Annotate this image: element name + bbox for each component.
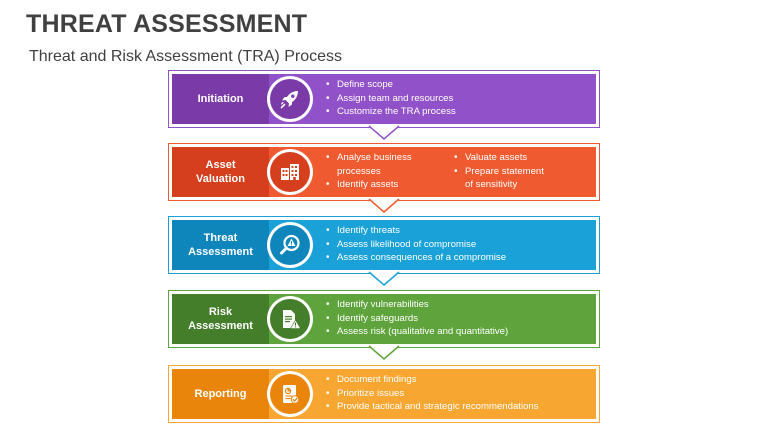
icon-badge — [267, 76, 313, 122]
list-item: Define scope — [325, 78, 595, 92]
step-reporting: Reporting Document findings Prioritize i… — [168, 365, 600, 423]
icon-badge — [267, 296, 313, 342]
report-checkmark-icon — [283, 385, 300, 404]
list-item: Assess risk (qualitative and quantitativ… — [325, 325, 595, 339]
list-item: Document findings — [325, 373, 595, 387]
step-label-panel — [172, 294, 269, 344]
magnifier-warning-icon — [280, 234, 300, 255]
step-label: Risk Assessment — [188, 306, 253, 332]
list-item: Identify assets — [325, 178, 447, 192]
list-item: Assess likelihood of compromise — [325, 238, 595, 252]
step-label-panel — [172, 369, 269, 419]
step-label: Asset Valuation — [196, 159, 245, 185]
buildings-icon — [281, 164, 299, 180]
connector-arrow — [368, 271, 400, 286]
list-item: Analyse business processes — [325, 151, 447, 178]
step-label-panel — [172, 220, 269, 270]
step-bullets: Analyse business processes Identify asse… — [325, 151, 447, 192]
step-asset-valuation: Asset Valuation — [168, 143, 600, 213]
list-item: Customize the TRA process — [325, 105, 595, 119]
list-item: Prioritize issues — [325, 387, 595, 401]
step-bullets-right: Valuate assets Prepare statement of sens… — [453, 151, 583, 192]
list-item: Assess consequences of a compromise — [325, 251, 595, 265]
connector-arrow — [368, 345, 400, 360]
step-label-panel — [172, 147, 269, 197]
step-bullets: Identify threats Assess likelihood of co… — [325, 224, 595, 265]
icon-badge — [267, 222, 313, 268]
step-risk-assessment: Risk Assessment Identify vulnerabilities… — [168, 290, 600, 360]
icon-badge — [267, 149, 313, 195]
list-item: Assign team and resources — [325, 92, 595, 106]
step-threat-assessment: Threat Assessment Identify threats Asses… — [168, 216, 600, 286]
list-item: Prepare statement of sensitivity — [453, 165, 583, 192]
step-label: Initiation — [197, 93, 244, 105]
list-item: Identify threats — [325, 224, 595, 238]
step-bullets: Define scope Assign team and resources C… — [325, 78, 595, 119]
list-item: Valuate assets — [453, 151, 583, 165]
list-item: Provide tactical and strategic recommend… — [325, 400, 595, 414]
connector-arrow — [368, 198, 400, 213]
document-warning-icon — [283, 310, 302, 329]
step-initiation: Initiation Define scope Assign team and … — [168, 70, 600, 140]
list-item: Identify safeguards — [325, 312, 595, 326]
icon-badge — [267, 371, 313, 417]
page-subtitle: Threat and Risk Assessment (TRA) Process — [29, 48, 342, 65]
step-label-panel — [172, 74, 269, 124]
connector-arrow — [368, 125, 400, 140]
step-bullets: Document findings Prioritize issues Prov… — [325, 373, 595, 414]
step-label: Reporting — [194, 388, 247, 400]
rocket-icon — [280, 91, 298, 109]
list-item: Identify vulnerabilities — [325, 298, 595, 312]
step-bullets: Identify vulnerabilities Identify safegu… — [325, 298, 595, 339]
step-label: Threat Assessment — [188, 232, 253, 258]
page-title: THREAT ASSESSMENT — [26, 10, 308, 38]
